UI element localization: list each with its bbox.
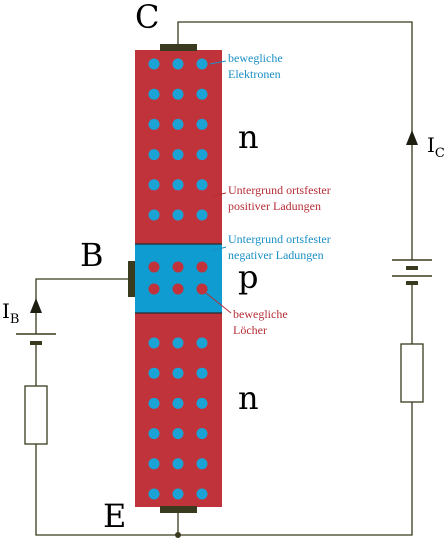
- electron-dot: [172, 428, 184, 440]
- electron-dot: [148, 118, 160, 130]
- electron-dot: [196, 428, 208, 440]
- electron-dot: [148, 458, 160, 470]
- base-contact: [128, 261, 135, 297]
- region-label-middle: p: [238, 258, 258, 296]
- p-region-base: [135, 244, 222, 313]
- electron-dot: [148, 428, 160, 440]
- electron-dot: [172, 367, 184, 379]
- electron-dot: [172, 488, 184, 500]
- base-battery-symbol: [16, 333, 56, 345]
- electron-dot: [148, 88, 160, 100]
- negative-pointer: [211, 246, 227, 252]
- base-wire-bottom: [35, 444, 178, 536]
- electron-dot: [196, 458, 208, 470]
- collector-label: C: [135, 0, 159, 36]
- base-current-arrow-icon: [30, 298, 42, 313]
- electron-dot: [172, 118, 184, 130]
- positive-pointer: [211, 192, 227, 197]
- circuit-wires: [35, 21, 413, 536]
- electron-dot: [148, 179, 160, 191]
- electron-dot: [196, 88, 208, 100]
- electrons-pointer: [209, 60, 227, 65]
- holes-annotation: bewegliche Löcher: [233, 307, 291, 337]
- holes-base-region: [148, 261, 208, 295]
- base-wire: [35, 278, 129, 334]
- electrons-annotation: bewegliche Elektronen: [228, 51, 286, 81]
- electron-dot: [148, 149, 160, 161]
- emitter-junction-dot: [175, 532, 181, 538]
- positive-annotation-line1: Untergrund ortsfester: [228, 183, 331, 197]
- hole-dot: [196, 261, 208, 273]
- emitter-label: E: [103, 497, 126, 535]
- electron-dot: [196, 367, 208, 379]
- electrons-emitter-region: [148, 337, 208, 500]
- electron-dot: [172, 58, 184, 70]
- base-resistor: [24, 385, 48, 445]
- electron-dot: [196, 118, 208, 130]
- electrons-collector-region: [148, 58, 208, 221]
- collector-wire-bottom: [177, 402, 413, 536]
- electron-dot: [172, 88, 184, 100]
- electron-dot: [196, 337, 208, 349]
- hole-dot: [172, 261, 184, 273]
- negative-annotation: Untergrund ortsfester negativer Ladungen: [228, 232, 334, 262]
- base-current-main: I: [2, 299, 10, 323]
- electron-dot: [172, 397, 184, 409]
- electron-dot: [196, 209, 208, 221]
- electron-dot: [148, 337, 160, 349]
- base-current-label: IB: [2, 299, 19, 327]
- electron-dot: [196, 488, 208, 500]
- region-label-top: n: [238, 118, 259, 156]
- positive-annotation-line2: positiver Ladungen: [228, 199, 321, 213]
- hole-dot: [196, 283, 208, 295]
- electron-dot: [196, 397, 208, 409]
- electron-dot: [196, 58, 208, 70]
- collector-current-sub: C: [435, 146, 445, 161]
- positive-annotation: Untergrund ortsfester positiver Ladungen: [228, 183, 334, 213]
- hole-dot: [172, 283, 184, 295]
- electron-dot: [148, 209, 160, 221]
- negative-annotation-line2: negativer Ladungen: [228, 248, 324, 262]
- electron-dot: [172, 149, 184, 161]
- electron-dot: [196, 179, 208, 191]
- collector-current-arrow-icon: [406, 130, 418, 145]
- base-label: B: [80, 236, 104, 274]
- electron-dot: [148, 58, 160, 70]
- electrons-annotation-line2: Elektronen: [228, 67, 281, 81]
- holes-annotation-line1: bewegliche: [233, 307, 288, 321]
- electron-dot: [148, 488, 160, 500]
- base-current-sub: B: [10, 312, 20, 327]
- collector-battery-symbol: [392, 259, 432, 285]
- electrons-annotation-line1: bewegliche: [228, 51, 283, 65]
- electron-dot: [148, 367, 160, 379]
- electron-dot: [172, 458, 184, 470]
- electron-dot: [172, 179, 184, 191]
- emitter-contact: [160, 506, 197, 513]
- collector-current-main: I: [427, 133, 435, 157]
- collector-current-label: IC: [427, 133, 445, 161]
- hole-dot: [148, 283, 160, 295]
- electron-dot: [196, 149, 208, 161]
- electron-dot: [148, 397, 160, 409]
- electron-dot: [172, 337, 184, 349]
- collector-contact: [160, 44, 197, 51]
- electron-dot: [172, 209, 184, 221]
- holes-annotation-line2: Löcher: [233, 323, 267, 337]
- negative-annotation-line1: Untergrund ortsfester: [228, 232, 331, 246]
- hole-dot: [148, 261, 160, 273]
- collector-resistor: [400, 343, 424, 403]
- region-label-bottom: n: [238, 379, 259, 417]
- holes-pointer: [205, 292, 232, 314]
